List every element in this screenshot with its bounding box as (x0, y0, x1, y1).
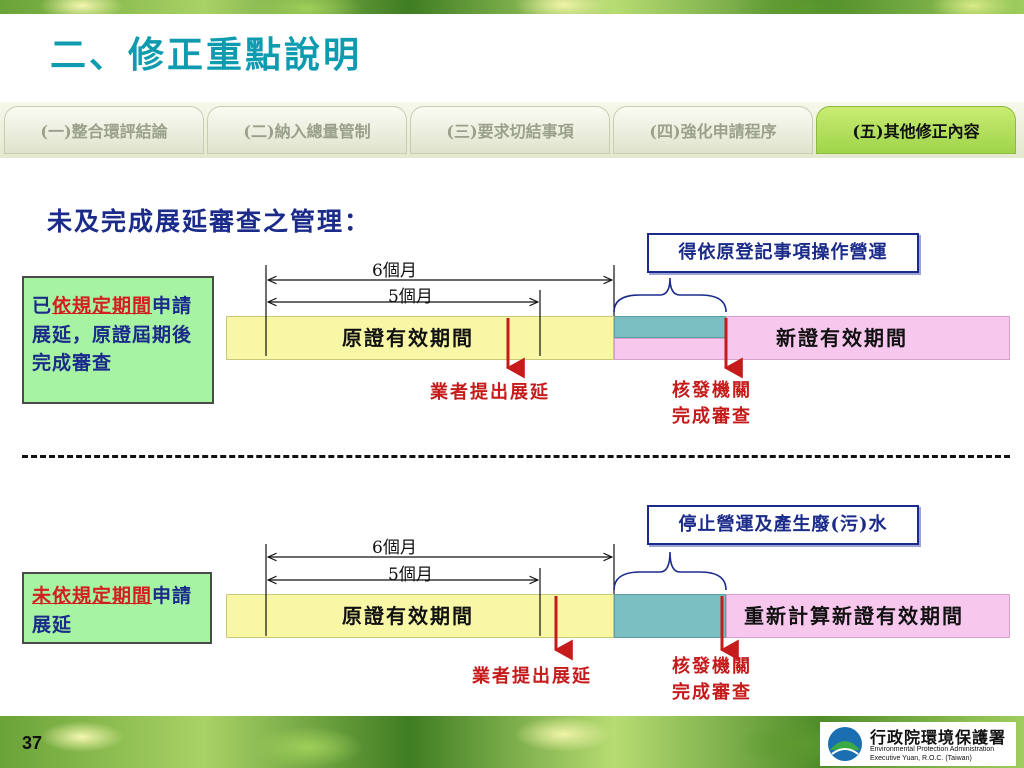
scenario1-box-prefix: 已 (32, 295, 53, 317)
tab-commitment[interactable]: (三)要求切結事項 (410, 106, 610, 154)
epa-logo-icon (828, 727, 862, 761)
top-leaf-banner (0, 0, 1024, 14)
scenario1-brace (613, 277, 727, 313)
scenario2-original-bar (226, 594, 614, 638)
org-name-english-line2: Executive Yuan, R.O.C. (Taiwan) (870, 755, 972, 762)
section-subtitle: 未及完成展延審查之管理： (47, 207, 372, 236)
scenario2-original-label: 原證有效期間 (342, 604, 474, 628)
scenario1-apply-label: 業者提出展延 (430, 382, 550, 403)
scenario1-approve-line1: 核發機關 (672, 380, 752, 401)
scenario1-approve-label: 核發機關 完成審查 (672, 378, 752, 430)
scenario1-original-label: 原證有效期間 (342, 326, 474, 350)
org-name-chinese: 行政院環境保護署 (870, 728, 1007, 747)
scenario2-approve-line1: 核發機關 (672, 656, 752, 677)
scenario1-callout: 得依原登記事項操作營運 (647, 233, 919, 273)
scenario2-box-highlight: 未依規定期間 (32, 585, 153, 607)
scenario2-new-label: 重新計算新證有效期間 (744, 604, 964, 628)
tab-application[interactable]: (四)強化申請程序 (613, 106, 813, 154)
page-title: 二、修正重點說明 (50, 34, 363, 76)
scenario2-new-bar (726, 594, 1010, 638)
org-logo-block: 行政院環境保護署 Environmental Protection Admini… (820, 722, 1016, 766)
scenario1-new-label: 新證有效期間 (776, 326, 908, 350)
scenario2-approve-label: 核發機關 完成審查 (672, 654, 752, 706)
section-tab-bar: (一)整合環評結論 (二)納入總量管制 (三)要求切結事項 (四)強化申請程序 … (0, 102, 1024, 158)
scenario2-gap-bar (614, 594, 726, 638)
scenario2-condition-box: 未依規定期間申請展延 (22, 572, 212, 644)
scenario2-dimensions (265, 544, 615, 636)
page-number: 37 (22, 733, 43, 753)
org-name-english-line1: Environmental Protection Administration (870, 746, 995, 753)
tab-total-control[interactable]: (二)納入總量管制 (207, 106, 407, 154)
tab-other-revisions[interactable]: (五)其他修正內容 (816, 106, 1016, 154)
scenario2-approve-line2: 完成審查 (672, 682, 752, 704)
scenario2-box-suffix: 申請展延 (32, 585, 193, 636)
scenario1-dimensions (265, 265, 615, 356)
scenario1-original-bar (226, 316, 614, 360)
scenario1-condition-box: 已依規定期間申請展延，原證屆期後完成審查 (22, 276, 214, 404)
scenario1-new-bar (726, 316, 1010, 360)
scenario2-callout: 停止營運及產生廢(污)水 (647, 505, 919, 545)
scenario2-apply-label: 業者提出展延 (472, 666, 592, 687)
scenario1-box-suffix: 申請展延，原證屆期後完成審查 (32, 295, 193, 374)
scenario1-approve-line2: 完成審查 (672, 406, 752, 428)
scenario1-box-highlight: 依規定期間 (52, 295, 153, 317)
tab-integrate-eia[interactable]: (一)整合環評結論 (4, 106, 204, 154)
scenario-divider (22, 455, 1010, 458)
scenario2-brace (613, 551, 727, 591)
